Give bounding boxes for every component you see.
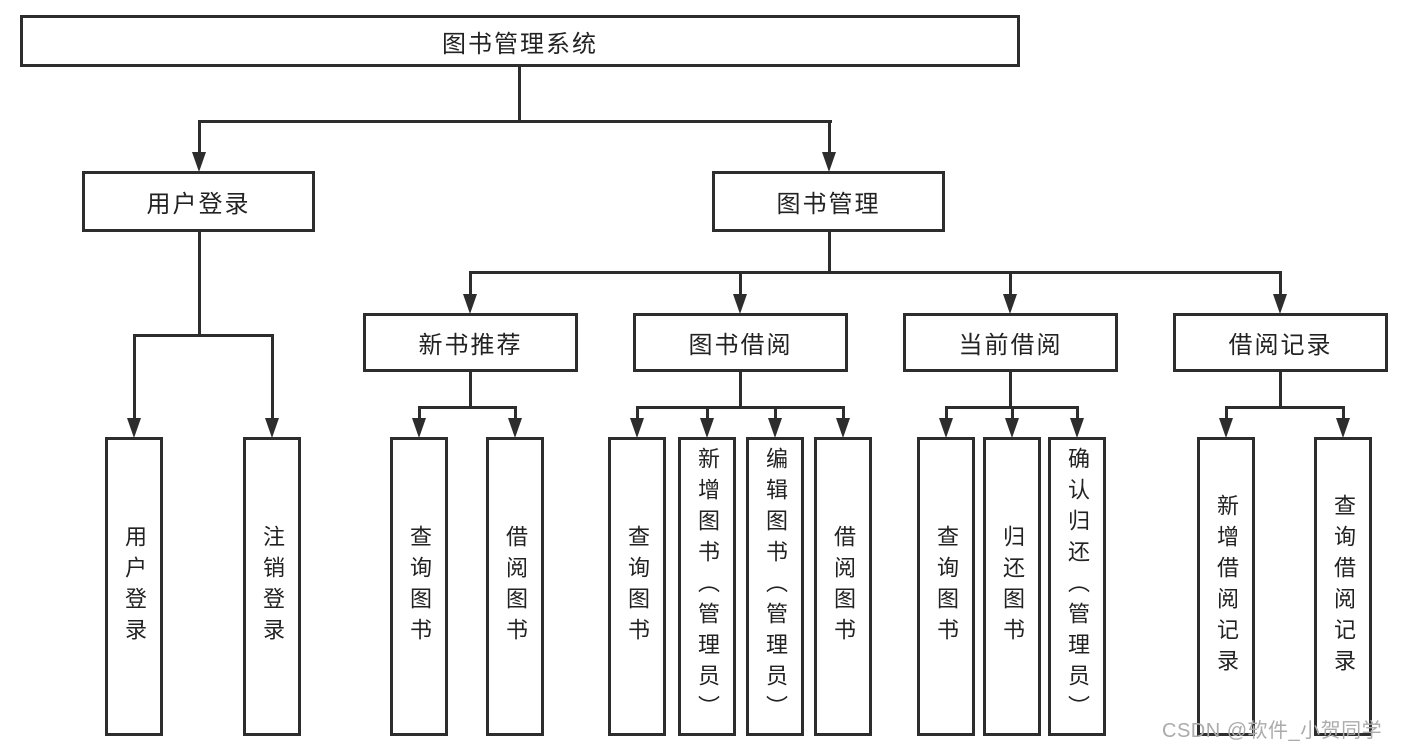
connector-v [198, 120, 201, 153]
arrowhead-down [630, 418, 644, 438]
connector-v [1279, 370, 1282, 408]
arrowhead-down [1003, 294, 1017, 314]
connector-v [1225, 406, 1228, 420]
node-label: 归还图书 [1000, 524, 1025, 649]
arrowhead-down [127, 418, 141, 438]
leaf-borrow-books-recommend: 借阅图书 [486, 437, 544, 736]
arrowhead-down [1336, 418, 1350, 438]
connector-v [1342, 406, 1345, 420]
node-label: 新增借阅记录 [1214, 493, 1239, 680]
connector-v [1009, 271, 1012, 297]
connector-v [739, 370, 742, 408]
connector-v [706, 406, 709, 420]
connector-v [739, 271, 742, 297]
leaf-confirm-return-admin: 确认归还（管理员） [1048, 437, 1106, 736]
connector-v [271, 334, 274, 420]
node-user-login: 用户登录 [82, 171, 315, 232]
node-label: 借阅图书 [503, 524, 528, 649]
leaf-borrow-books-borrow: 借阅图书 [814, 437, 872, 736]
arrowhead-down [463, 294, 477, 314]
arrowhead-down [822, 152, 836, 172]
connector-v [514, 406, 517, 420]
arrowhead-down [1219, 418, 1233, 438]
node-label: 用户登录 [146, 191, 251, 218]
connector-v [842, 406, 845, 420]
connector-h [469, 271, 1282, 274]
arrowhead-down [412, 418, 426, 438]
connector-v [469, 370, 472, 408]
connector-h [1225, 406, 1345, 409]
connector-v [1279, 271, 1282, 297]
leaf-query-borrow-record: 查询借阅记录 [1314, 437, 1372, 736]
leaf-add-book-admin: 新增图书（管理员） [678, 437, 736, 736]
arrowhead-down [265, 418, 279, 438]
connector-v [828, 230, 831, 273]
arrowhead-down [1005, 418, 1019, 438]
node-label: 查询图书 [625, 524, 650, 649]
node-label: 查询图书 [934, 524, 959, 649]
node-label: 借阅图书 [831, 524, 856, 649]
node-label: 图书管理 [776, 191, 881, 218]
node-label: 图书管理系统 [442, 30, 598, 58]
arrowhead-down [508, 418, 522, 438]
connector-v [636, 406, 639, 420]
connector-v [1011, 406, 1014, 420]
leaf-query-books-borrow: 查询图书 [608, 437, 666, 736]
leaf-logout: 注销登录 [243, 437, 301, 736]
connector-v [774, 406, 777, 420]
node-label: 注销登录 [260, 524, 285, 649]
leaf-return-book: 归还图书 [983, 437, 1041, 736]
connector-h [418, 406, 517, 409]
node-label: 编辑图书（管理员） [763, 447, 788, 726]
leaf-query-books-current: 查询图书 [917, 437, 975, 736]
node-label: 当前借阅 [958, 332, 1063, 359]
node-book-management: 图书管理 [712, 171, 945, 232]
arrowhead-down [1070, 418, 1084, 438]
node-borrow-records: 借阅记录 [1173, 313, 1388, 372]
leaf-query-books-recommend: 查询图书 [390, 437, 448, 736]
connector-v [469, 271, 472, 297]
connector-h [636, 406, 845, 409]
node-book-borrow: 图书借阅 [633, 313, 848, 372]
connector-v [1009, 370, 1012, 408]
node-label: 查询图书 [407, 524, 432, 649]
node-label: 新书推荐 [418, 332, 523, 359]
leaf-edit-book-admin: 编辑图书（管理员） [746, 437, 804, 736]
leaf-user-login: 用户登录 [105, 437, 163, 736]
node-label: 借阅记录 [1228, 332, 1333, 359]
node-label: 新增图书（管理员） [695, 447, 720, 726]
connector-v [945, 406, 948, 420]
node-label: 用户登录 [122, 524, 147, 649]
arrowhead-down [1273, 294, 1287, 314]
connector-v [828, 120, 831, 153]
node-label: 确认归还（管理员） [1065, 447, 1090, 726]
connector-h [133, 334, 274, 337]
connector-v [133, 334, 136, 420]
watermark: CSDN @软件_小贺同学 [1162, 720, 1383, 742]
arrowhead-down [939, 418, 953, 438]
connector-v [1076, 406, 1079, 420]
node-label: 图书借阅 [688, 332, 793, 359]
connector-v [518, 65, 521, 122]
node-label: 查询借阅记录 [1331, 493, 1356, 680]
arrowhead-down [192, 152, 206, 172]
node-root: 图书管理系统 [20, 15, 1020, 67]
connector-h [198, 120, 832, 123]
node-new-book-recommend: 新书推荐 [363, 313, 578, 372]
arrowhead-down [700, 418, 714, 438]
connector-v [418, 406, 421, 420]
node-current-borrow: 当前借阅 [903, 313, 1118, 372]
leaf-add-borrow-record: 新增借阅记录 [1197, 437, 1255, 736]
arrowhead-down [836, 418, 850, 438]
arrowhead-down [733, 294, 747, 314]
connector-v [198, 230, 201, 336]
arrowhead-down [768, 418, 782, 438]
